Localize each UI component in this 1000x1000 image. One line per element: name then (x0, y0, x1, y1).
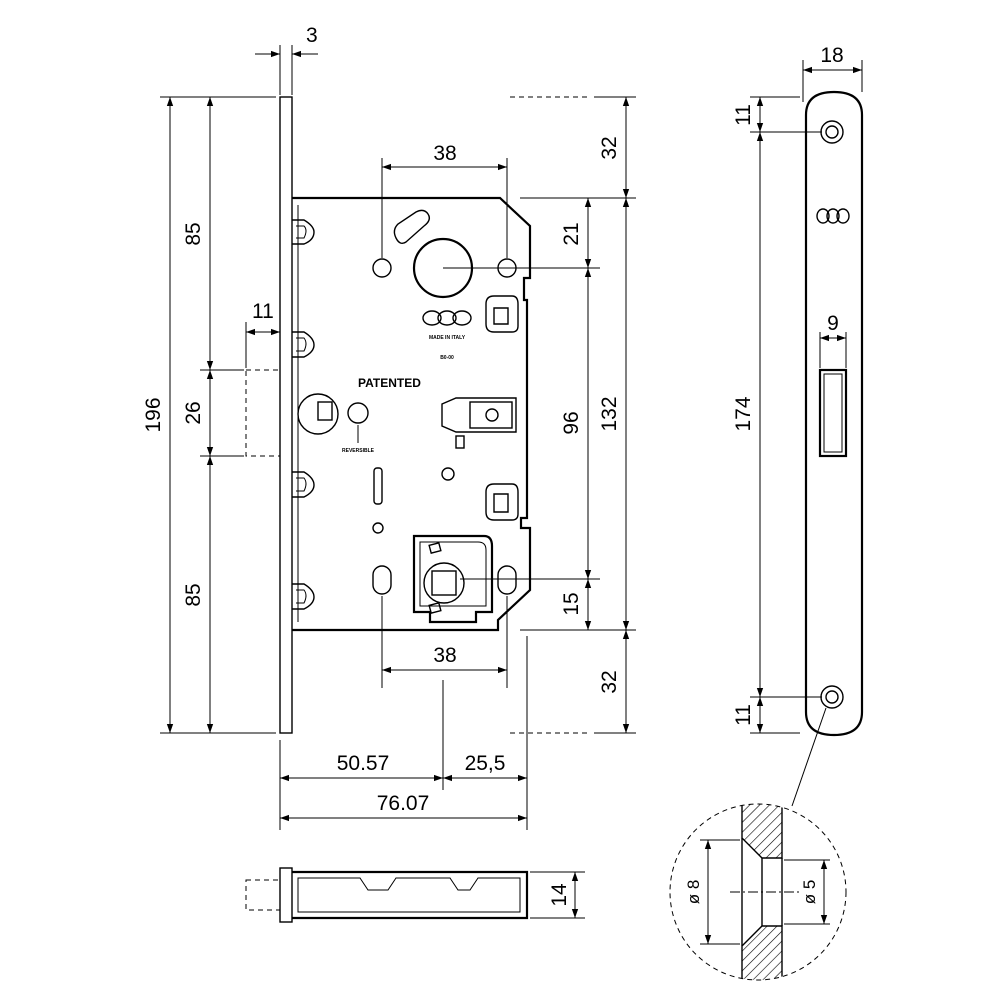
dim-rear-offset: 25,5 (465, 752, 506, 775)
dim-bottom-margin: 32 (598, 670, 621, 693)
reversible-text: REVERSIBLE (342, 448, 375, 454)
dim-latch-26: 26 (182, 401, 205, 424)
case-dimensions: 38 32 132 32 21 96 15 38 (279, 96, 636, 830)
dim-upper-85: 85 (182, 222, 205, 245)
dim-strike-width: 18 (820, 44, 843, 67)
dim-outer-diameter: ø 8 (684, 880, 703, 905)
dim-strike-bottom-offset: 11 (732, 704, 755, 726)
dim-case-depth: 76.07 (377, 792, 430, 815)
case-brand-logo (422, 310, 472, 326)
made-in-text: MADE IN ITALY (429, 335, 466, 341)
mounting-tabs (292, 219, 315, 610)
dim-faceplate-thickness: 3 (306, 24, 318, 47)
top-left-screw-hole (372, 258, 392, 278)
patented-label: PATENTED (358, 376, 421, 390)
strike-dimensions: 18 11 174 11 9 (732, 44, 863, 807)
strike-top-hole (820, 120, 844, 144)
dim-lower-85: 85 (182, 583, 205, 606)
dim-backset: 50.57 (337, 752, 390, 775)
dim-latch-projection: 11 (252, 300, 274, 323)
dim-bolt-thickness: 14 (548, 883, 571, 907)
dim-top-margin: 32 (598, 136, 621, 159)
dim-slot-width: 9 (827, 312, 839, 335)
model-text: B0-00 (440, 355, 454, 361)
bottom-left-oval-hole (372, 565, 392, 595)
faceplate-dimensions: 3 196 85 26 85 11 (142, 24, 318, 734)
dim-strike-hole-spacing: 174 (732, 396, 755, 431)
dim-handle-to-key: 96 (560, 411, 583, 434)
dim-inner-diameter: ø 5 (800, 880, 819, 905)
bottom-view: 14 (245, 867, 585, 923)
dim-case-to-handle: 21 (560, 222, 583, 245)
faceplate (245, 96, 293, 734)
latch-outline (245, 369, 281, 457)
dim-total-height: 196 (142, 397, 165, 432)
strike-slot (818, 368, 848, 458)
strike-bottom-hole (820, 685, 844, 709)
dim-strike-top-offset: 11 (732, 104, 755, 126)
bottom-right-oval-hole (497, 565, 517, 595)
strike-brand-logo (816, 208, 850, 224)
dim-bottom-hole-spacing: 38 (433, 644, 456, 667)
dim-key-to-bottom: 15 (560, 592, 583, 615)
dim-top-hole-spacing: 38 (433, 142, 456, 165)
dim-case-height: 132 (598, 396, 621, 431)
lock-case: MADE IN ITALY B0-00 PATENTED REVERSIBLE (292, 196, 532, 632)
countersink-detail: ø 8 ø 5 (669, 803, 847, 981)
strike-plate (804, 90, 864, 737)
